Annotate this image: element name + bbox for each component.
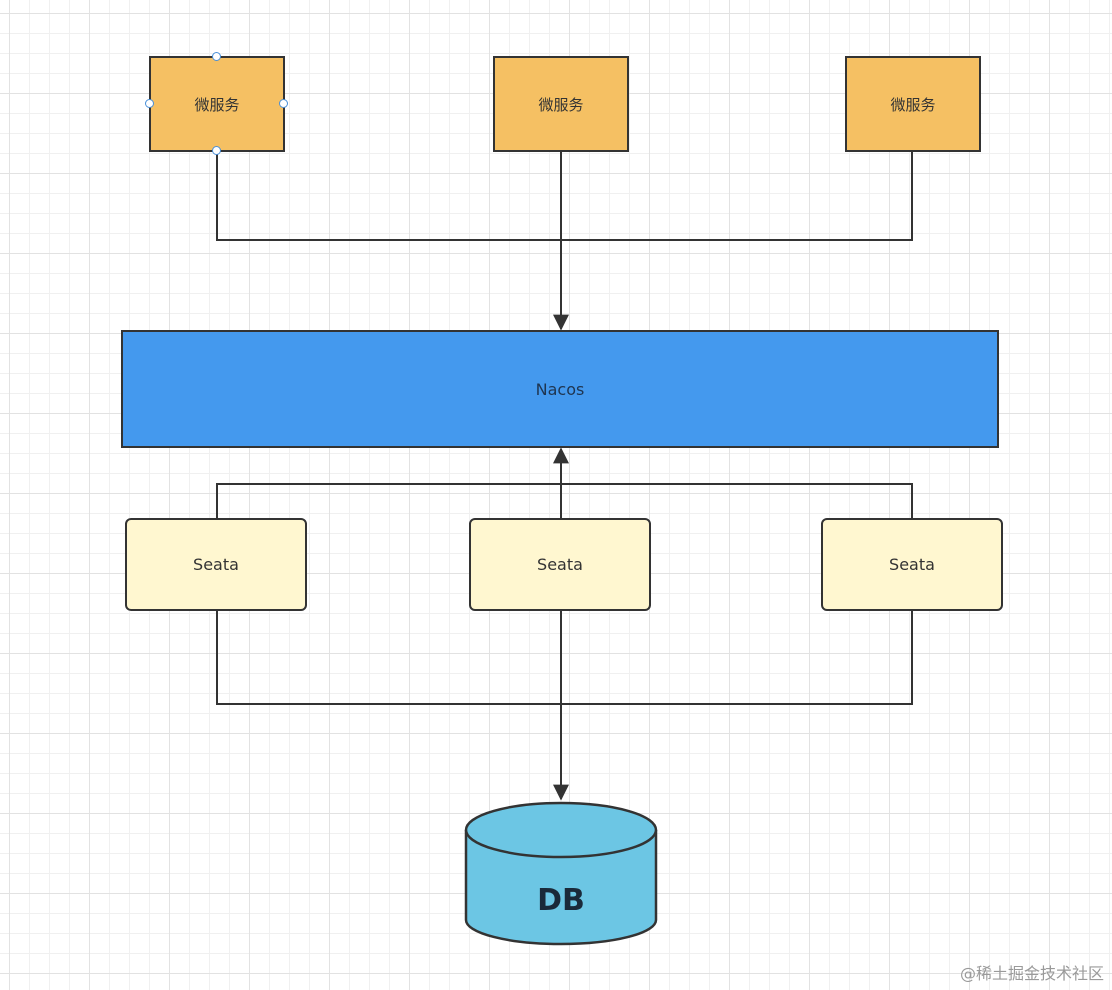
watermark-text: @稀土掘金技术社区 [959,964,1104,983]
nacos-label: Nacos [535,379,585,399]
connector-seata-bottom-right [561,610,913,705]
connector-ms-right [561,151,913,241]
selection-handle-bottom[interactable] [212,146,221,155]
selection-handle-right[interactable] [279,99,288,108]
seata-box-right[interactable]: Seata [821,518,1003,611]
microservice-label: 微服务 [194,95,240,114]
connector-seata-top-right [561,483,913,519]
selection-handle-left[interactable] [145,99,154,108]
microservice-label: 微服务 [890,95,936,114]
seata-label: Seata [537,555,583,574]
database-label: DB [537,882,585,918]
microservice-box-right[interactable]: 微服务 [845,56,981,152]
selection-handle-top[interactable] [212,52,221,61]
seata-label: Seata [889,555,935,574]
connector-ms-left [216,151,561,241]
microservice-box-center[interactable]: 微服务 [493,56,629,152]
connector-seata-bottom-left [216,610,561,705]
connector-seata-top-left [216,483,561,519]
seata-box-left[interactable]: Seata [125,518,307,611]
seata-box-center[interactable]: Seata [469,518,651,611]
microservice-label: 微服务 [538,95,584,114]
nacos-box[interactable]: Nacos [121,330,999,448]
microservice-box-left[interactable]: 微服务 [149,56,285,152]
seata-label: Seata [193,555,239,574]
